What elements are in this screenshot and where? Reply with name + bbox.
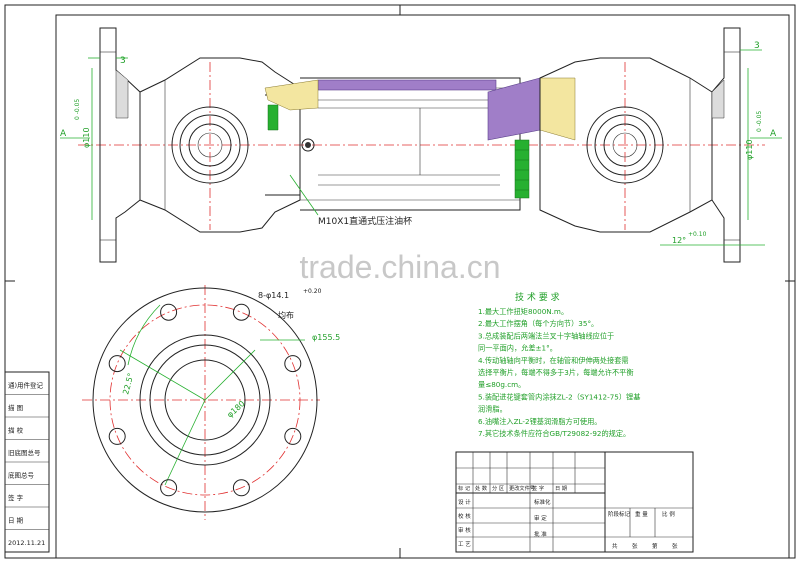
holes-label: 8-φ14.1	[258, 291, 289, 300]
dim-3-right: 3	[754, 41, 760, 51]
title-block-cell: 审 核	[458, 526, 471, 534]
title-block-cell: 阶段标记	[608, 510, 631, 518]
tech-line: 4.传动轴轴向平衡时，在轴管和伊伸两处接套需	[478, 356, 629, 365]
title-block-cell: 第	[652, 542, 658, 550]
holes-tol: +0.20	[303, 288, 322, 295]
tech-line: 1.最大工作扭矩8000N.m。	[478, 307, 568, 316]
side-panel-cell: 描 图	[8, 403, 23, 412]
title-block-cell: 标 记	[458, 484, 470, 492]
tech-line: 润滑脂。	[478, 405, 507, 414]
angle-22-dim: 22.5°	[121, 372, 135, 395]
side-panel-cell: 通)用件登记	[8, 381, 44, 390]
bolt-hole	[284, 427, 302, 445]
bolt-hole	[108, 427, 126, 445]
title-block-cell: 设 计	[458, 498, 471, 506]
angle-12: 12°	[672, 236, 686, 245]
title-block-cell: 校 核	[458, 512, 471, 520]
bolt-hole	[108, 355, 126, 373]
dia-left-tol: 0 -0.05	[74, 99, 81, 120]
bolt-circle	[109, 304, 301, 496]
title-block: 标 记处 数分 区更改文件号签 字 日 期设 计校 核审 核工 艺 标准化审 定批 …	[455, 451, 694, 553]
title-block-cell: 批 准	[534, 530, 547, 538]
side-panel-cell: 签 字	[8, 493, 24, 502]
side-panel-cell: 底图总号	[8, 471, 35, 480]
tech-line: 3.总成装配后两端法兰叉十字轴轴线应位于	[478, 331, 614, 340]
title-block-cell: 张	[632, 542, 638, 550]
flange-outer	[92, 287, 318, 513]
title-block-cell: 签 字	[532, 484, 544, 492]
spline-sleeve	[317, 79, 497, 91]
title-block-cell: 工 艺	[458, 541, 471, 548]
tech-title: 技 术 要 求	[515, 291, 560, 303]
grease-cup-label: M10X1直通式压注油杯	[318, 215, 412, 227]
angle-12-tol: +0.10	[688, 231, 707, 238]
title-block-cell: 审 定	[534, 514, 547, 522]
tech-line: 量≤80g.cm。	[478, 380, 525, 389]
shaft-assembly	[60, 27, 782, 263]
bolt-hole	[160, 303, 178, 321]
grease-nipple	[301, 138, 315, 152]
dia-right-tol: 0 -0.05	[756, 111, 763, 132]
dia-right: φ110	[745, 139, 754, 160]
side-panel-cell: 日 期	[8, 517, 24, 525]
section-a-left: A	[60, 129, 67, 139]
title-block-cell: 标准化	[534, 498, 551, 506]
bolt-hole	[232, 303, 250, 321]
section-a-right: A	[770, 129, 777, 139]
bolt-hole	[160, 479, 178, 497]
title-block-cell: 更改文件号	[509, 484, 535, 492]
dia-left: φ110	[82, 127, 91, 148]
bolt-circle-dim: φ155.5	[312, 333, 340, 342]
tech-line: 6.油嘴注入ZL-2锂基润滑脂方可使用。	[478, 417, 601, 426]
right-flange	[711, 27, 741, 263]
title-block-cell: 重 量	[635, 510, 648, 518]
tech-line: 5.装配进花键套管内涂抹ZL-2（SY1412-75）锂基	[478, 392, 640, 401]
tech-requirements: 技 术 要 求 1.最大工作扭矩8000N.m。 2.最大工作摆角（每个方向节）3…	[478, 291, 640, 438]
bolt-hole	[284, 355, 302, 373]
tech-line: 选择平衡片，每端不得多于3片，每端允许不平衡	[478, 368, 634, 377]
shaft-tube	[300, 77, 521, 211]
tech-lines: 1.最大工作扭矩8000N.m。 2.最大工作摆角（每个方向节）35°。 3.总成装…	[478, 307, 640, 438]
title-block-cell: 分 区	[492, 484, 504, 492]
title-block-cell: 处 数	[475, 484, 488, 492]
inner-border	[55, 14, 790, 559]
side-panel-cell: 旧底图总号	[8, 448, 41, 457]
bolt-holes	[108, 303, 302, 497]
title-block-text: 标 记处 数分 区更改文件号签 字 日 期设 计校 核审 核工 艺 标准化审 定批 …	[458, 484, 678, 550]
right-cross-bearing	[586, 106, 664, 184]
title-block-cell: 共	[612, 542, 618, 550]
bolt-hole	[232, 479, 250, 497]
tech-line: 7.其它技术条件应符合GB/T29082-92的规定。	[478, 429, 630, 438]
title-block-cell: 比 例	[662, 510, 675, 518]
side-panel-cell: 描 校	[8, 426, 24, 435]
watermark: trade.china.cn	[299, 249, 500, 285]
tech-line: 2.最大工作摆角（每个方向节）35°。	[478, 319, 598, 328]
flange-view	[82, 285, 320, 520]
title-block-cell: 日 期	[555, 485, 567, 492]
left-cross-bearing	[171, 106, 249, 184]
title-block-cell: 张	[672, 542, 678, 550]
holes-sub: 均布	[278, 310, 294, 320]
grease-channel	[514, 139, 530, 199]
tech-line: 同一平面内，允差±1°。	[478, 344, 557, 353]
side-panel-cell: 2012.11.21	[8, 539, 45, 547]
dim-3-left: 3	[120, 56, 126, 66]
